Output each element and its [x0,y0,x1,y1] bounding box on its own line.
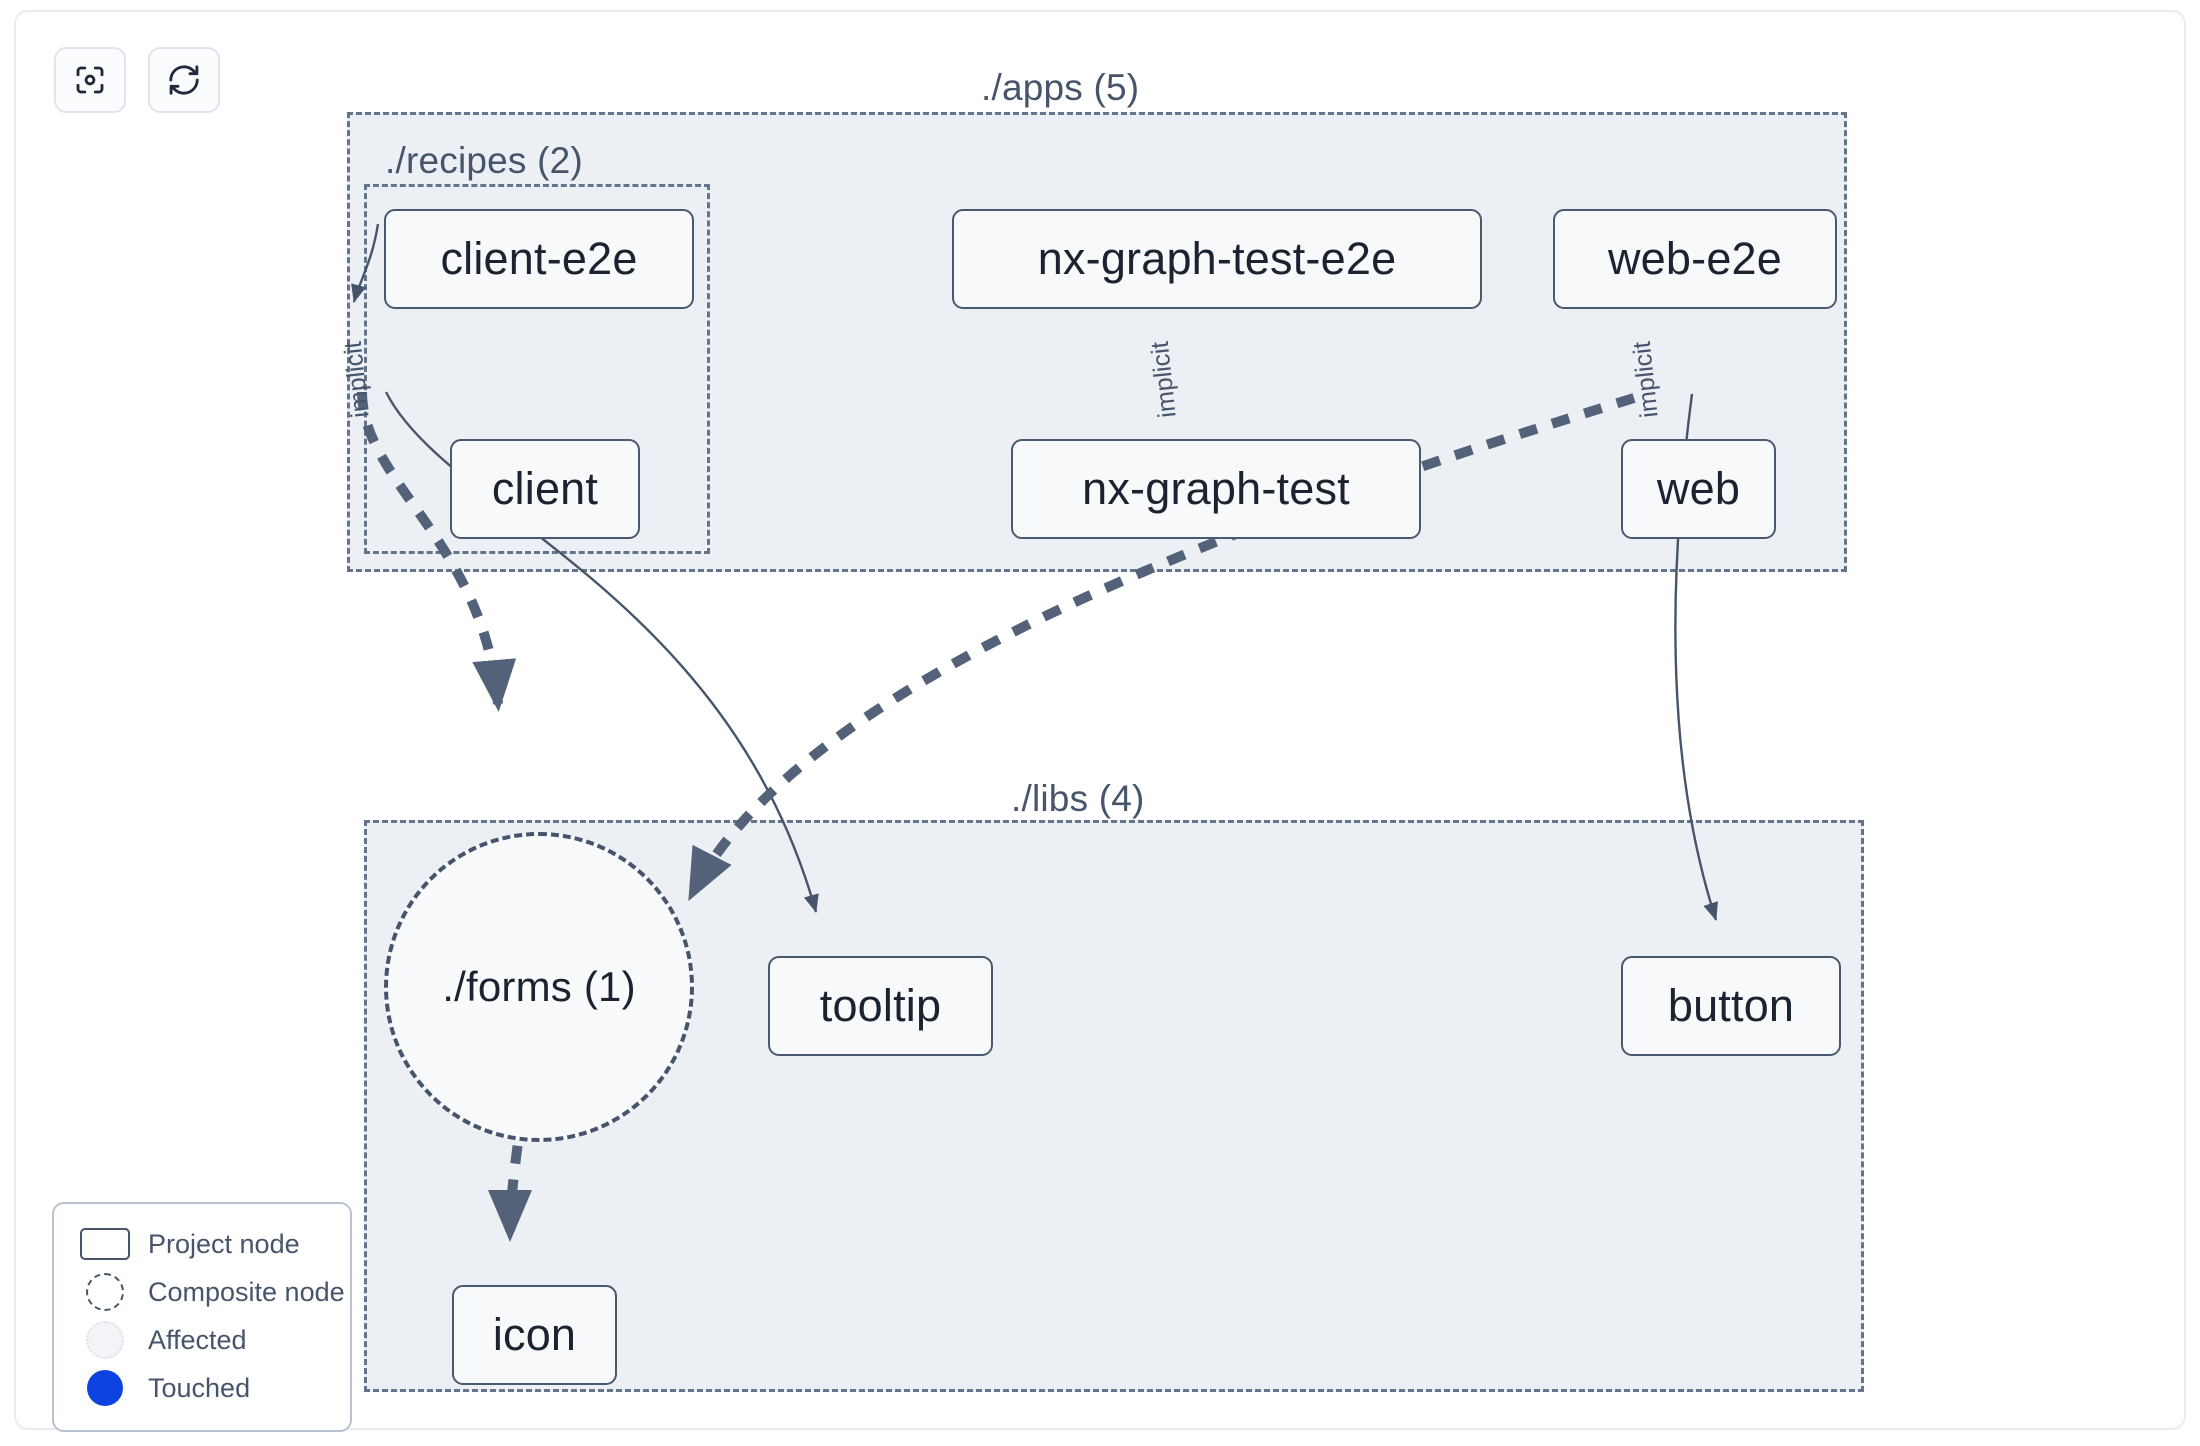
group-label-libs: ./libs (4) [1011,778,1145,819]
project-node-swatch [76,1228,134,1260]
affected-swatch [76,1321,134,1359]
legend-item-label: Affected [148,1324,247,1355]
graph-node-icon[interactable]: icon [452,1285,617,1385]
group-label-recipes: ./recipes (2) [385,140,583,181]
graph-canvas-panel: ./apps (5) ./recipes (2) ./libs (4) [14,10,2186,1432]
graph-node-client-e2e[interactable]: client-e2e [384,209,694,309]
graph-node-label: nx-graph-test [1082,463,1350,514]
graph-node-web-e2e[interactable]: web-e2e [1553,209,1837,309]
graph-node-client[interactable]: client [450,439,640,539]
graph-node-label: web-e2e [1607,233,1783,284]
graph-node-nx-graph-test-e2e[interactable]: nx-graph-test-e2e [952,209,1482,309]
focus-graph-button[interactable] [54,47,126,113]
legend-item-label: Project node [148,1228,300,1259]
legend-item-label: Touched [148,1372,251,1403]
graph-node-label: client [491,463,599,514]
group-label-apps: ./apps (5) [981,67,1140,108]
graph-node-label: ./forms (1) [442,963,636,1010]
legend-item-project-node: Project node [76,1220,332,1268]
graph-node-nx-graph-test[interactable]: nx-graph-test [1011,439,1421,539]
graph-node-label: nx-graph-test-e2e [1037,233,1397,284]
composite-node-swatch [76,1273,134,1311]
viewfinder-icon [72,62,108,98]
legend-item-touched: Touched [76,1364,332,1412]
graph-legend: Project node Composite node Affected Tou… [52,1202,352,1432]
graph-node-web[interactable]: web [1621,439,1776,539]
graph-node-tooltip[interactable]: tooltip [768,956,993,1056]
graph-node-label: web [1656,463,1741,514]
refresh-icon [166,62,202,98]
legend-item-composite-node: Composite node [76,1268,345,1316]
graph-node-label: button [1667,980,1795,1031]
graph-node-label: tooltip [819,980,942,1031]
legend-item-label: Composite node [148,1276,345,1307]
touched-swatch [76,1370,134,1406]
legend-item-affected: Affected [76,1316,332,1364]
graph-node-button[interactable]: button [1621,956,1841,1056]
refresh-graph-button[interactable] [148,47,220,113]
graph-toolbar [54,47,220,113]
graph-node-label: icon [492,1309,577,1360]
graph-node-label: client-e2e [440,233,638,284]
graph-node-forms[interactable]: ./forms (1) [384,832,694,1142]
